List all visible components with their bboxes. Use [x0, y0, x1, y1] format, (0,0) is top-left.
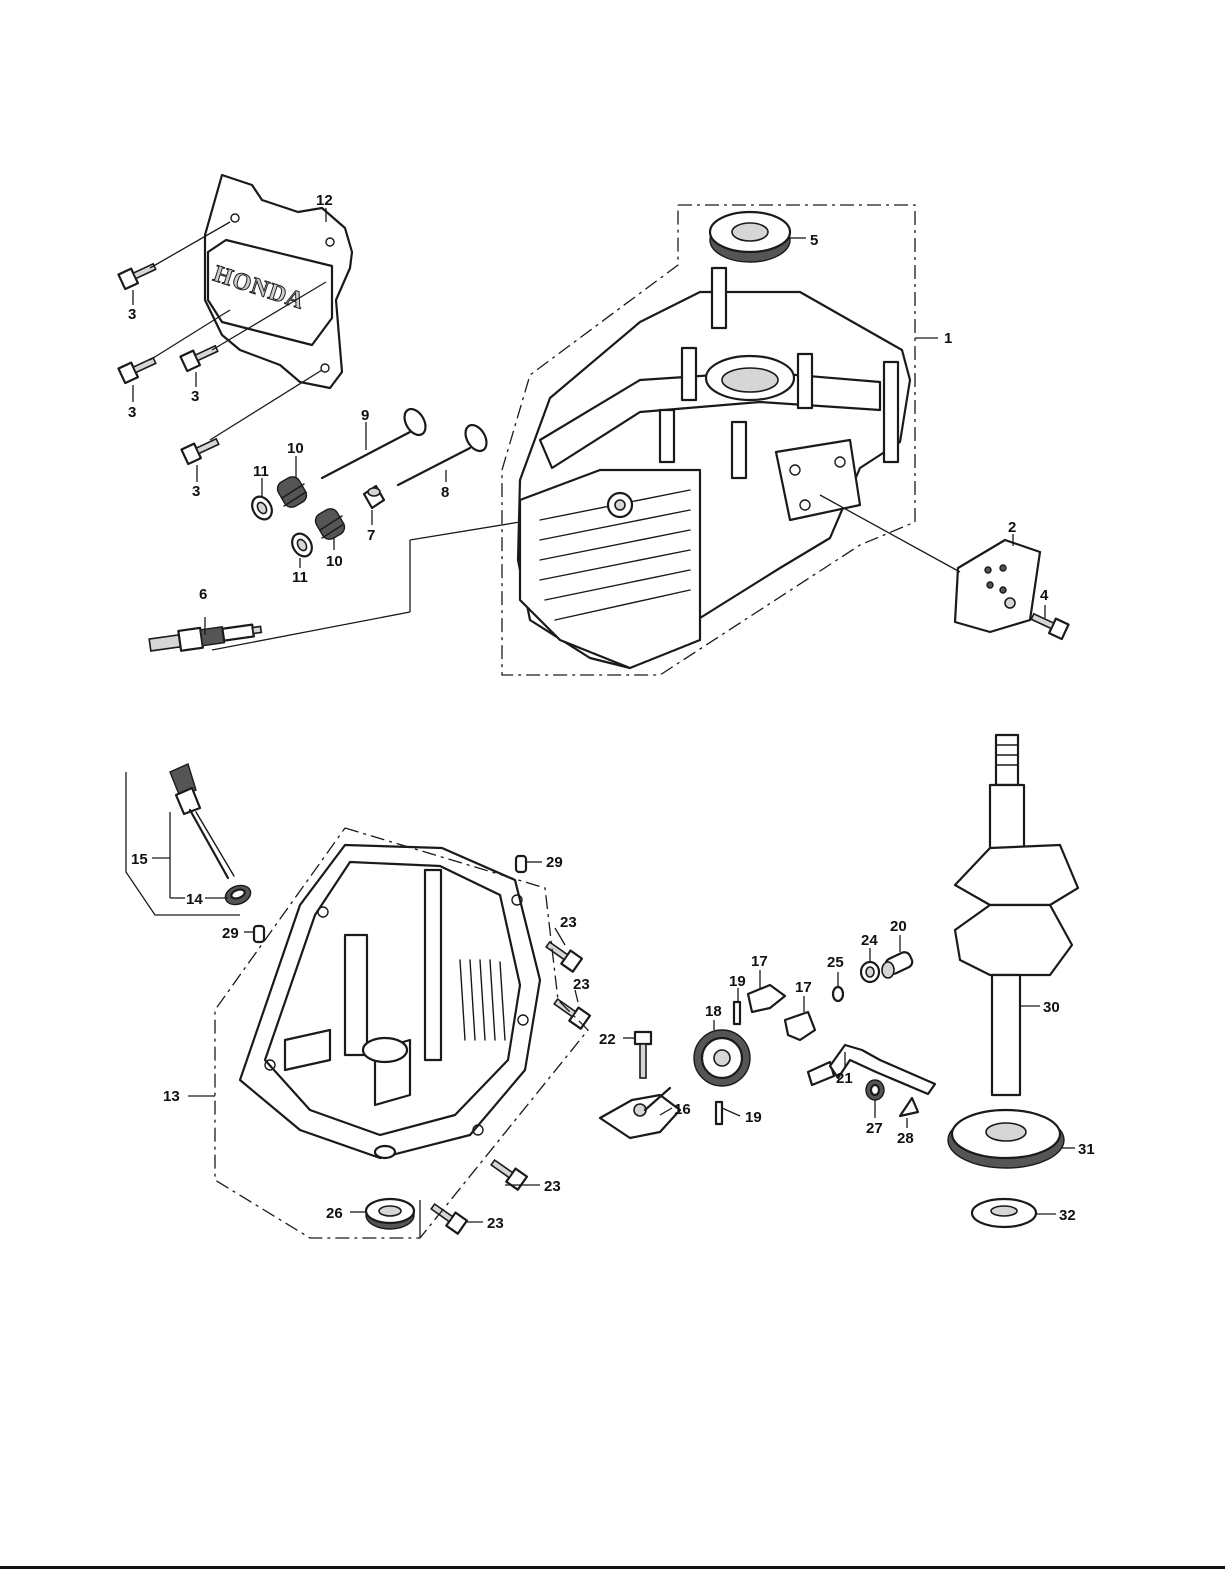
callout-4: 4 [1040, 587, 1049, 604]
cylinder-block [518, 268, 910, 668]
callout-26: 26 [326, 1205, 343, 1222]
callout-29: 29 [222, 925, 239, 942]
callout-10: 10 [326, 553, 343, 570]
retainer-11-a [248, 493, 276, 523]
callout-11: 11 [292, 569, 308, 586]
oil-seal-5 [710, 212, 790, 262]
bolt-3-c [180, 341, 219, 371]
clip-25 [833, 987, 843, 1001]
bolt-22 [635, 1032, 651, 1078]
callout-23: 23 [573, 976, 590, 993]
callout-20: 20 [890, 918, 907, 935]
weight-17-b [785, 1012, 815, 1040]
washer-14 [223, 882, 254, 908]
bush-20 [882, 950, 914, 978]
stem-seal-7 [364, 486, 384, 508]
callout-19: 19 [745, 1109, 762, 1126]
callout-11: 11 [253, 463, 269, 480]
weight-17-a [748, 985, 785, 1012]
valve-spring-10-b [313, 506, 348, 542]
governor-gear-18 [694, 1030, 750, 1086]
callout-3: 3 [128, 306, 136, 323]
valve-9 [322, 405, 430, 478]
callout-12: 12 [316, 192, 333, 209]
clip-28 [900, 1098, 918, 1116]
callout-2: 2 [1008, 519, 1016, 536]
bolt-4 [1029, 609, 1068, 639]
callout-7: 7 [367, 527, 375, 544]
callout-25: 25 [827, 954, 844, 971]
bolt-3-d [181, 434, 220, 464]
callout-31: 31 [1078, 1141, 1095, 1158]
holder-16 [600, 1088, 680, 1138]
callout-10: 10 [287, 440, 304, 457]
callout-21: 21 [836, 1070, 853, 1087]
crank-gear-31 [948, 1110, 1064, 1168]
callout-8: 8 [441, 484, 449, 501]
bolt-23-a [543, 938, 582, 972]
pin-19-a [734, 1002, 740, 1024]
callout-14: 14 [186, 891, 203, 908]
callout-17: 17 [795, 979, 812, 996]
callout-5: 5 [810, 232, 818, 249]
callout-15: 15 [131, 851, 148, 868]
callout-19: 19 [729, 973, 746, 990]
callout-23: 23 [544, 1178, 561, 1195]
bolt-23-d [428, 1200, 467, 1234]
bolt-3-a [118, 259, 157, 289]
callout-13: 13 [163, 1088, 180, 1105]
callout-6: 6 [199, 586, 207, 603]
bolt-23-b [551, 995, 590, 1029]
callout-17: 17 [751, 953, 768, 970]
callout-3: 3 [192, 483, 200, 500]
callout-23: 23 [560, 914, 577, 931]
callout-30: 30 [1043, 999, 1060, 1016]
crankshaft-30 [955, 735, 1078, 1095]
callout-3: 3 [191, 388, 199, 405]
callout-23: 23 [487, 1215, 504, 1232]
dowel-pin-29-a [254, 926, 264, 942]
callout-3: 3 [128, 404, 136, 421]
dowel-pin-29-b [516, 856, 526, 872]
callout-29: 29 [546, 854, 563, 871]
dipstick-15 [170, 764, 234, 878]
callout-22: 22 [599, 1031, 616, 1048]
callout-32: 32 [1059, 1207, 1076, 1224]
callout-27: 27 [866, 1120, 883, 1137]
washer-24 [861, 962, 879, 982]
page-bottom-rule [0, 1566, 1225, 1569]
valve-spring-10-a [275, 474, 310, 510]
callout-1: 1 [944, 330, 952, 347]
callout-16: 16 [674, 1101, 691, 1118]
callout-9: 9 [361, 407, 369, 424]
callout-18: 18 [705, 1003, 722, 1020]
bolt-3-b [118, 353, 157, 383]
crankcase-cover [240, 845, 540, 1158]
washer-32 [972, 1199, 1036, 1227]
breather-plate-2 [955, 540, 1040, 632]
callout-24: 24 [861, 932, 878, 949]
oil-seal-26 [366, 1199, 414, 1229]
callout-28: 28 [897, 1130, 914, 1147]
washer-27 [866, 1080, 884, 1100]
retainer-11-b [288, 530, 316, 560]
pin-19-b [716, 1102, 722, 1124]
